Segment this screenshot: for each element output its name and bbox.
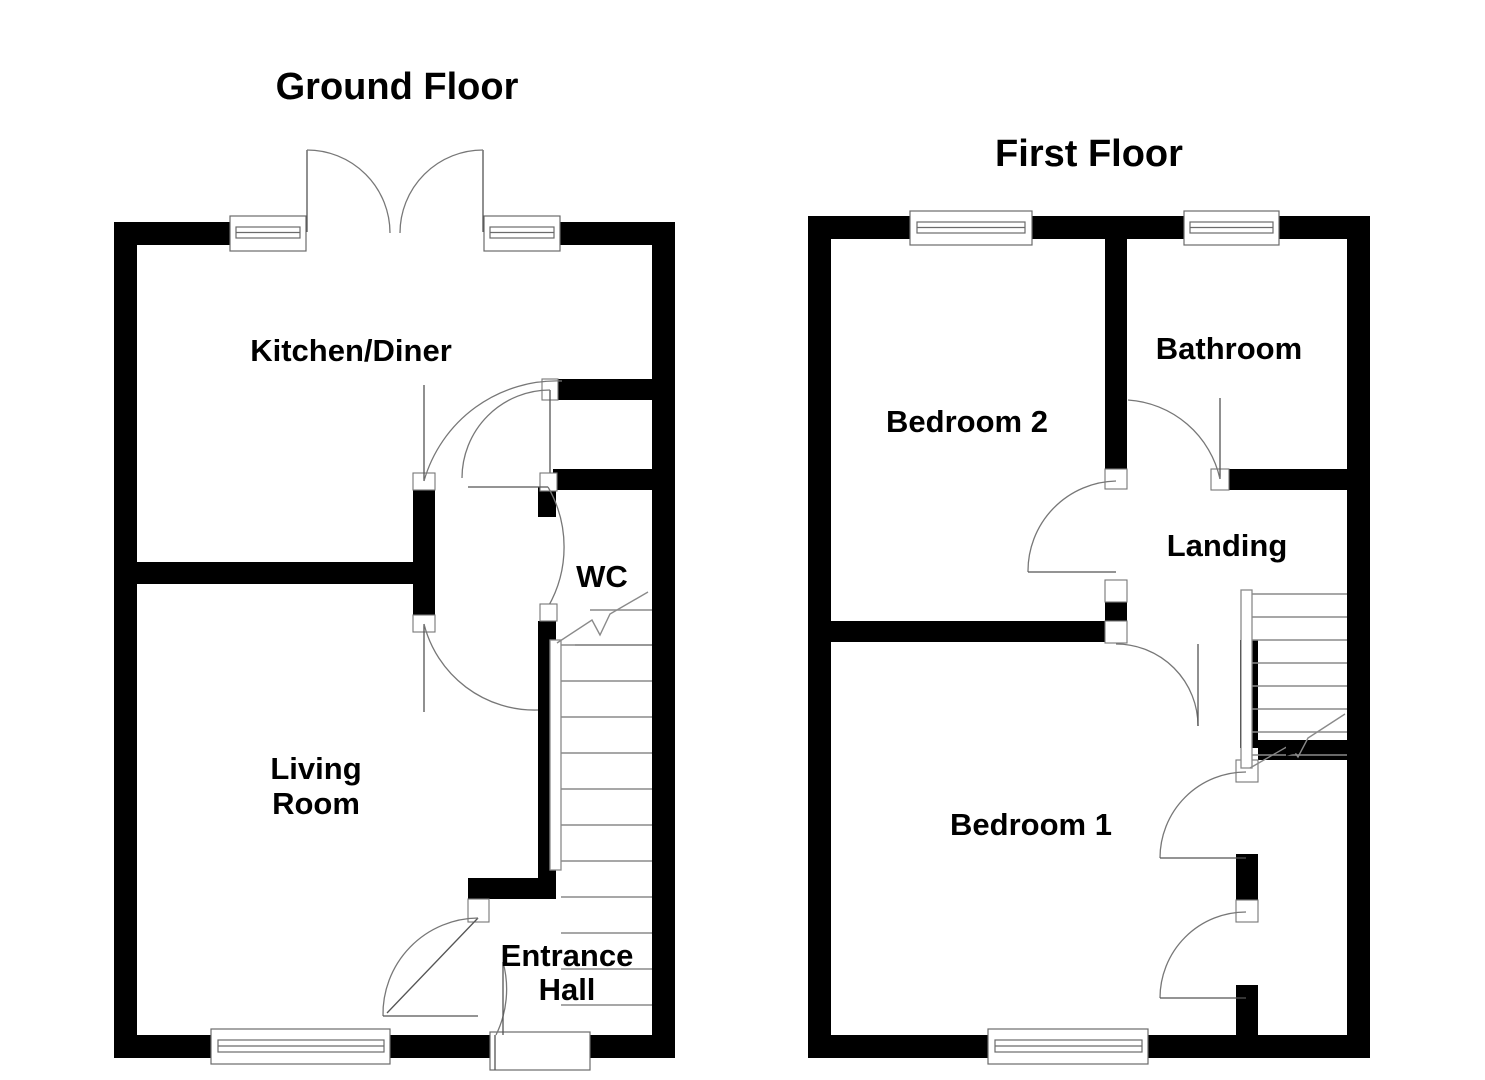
gf-living-room-window [210,1028,391,1065]
ff-room-label-bedroom-1: Bedroom 1 [950,807,1112,842]
ff-wall-bed2-bottom [831,621,1120,642]
gf-wall-top-left [114,222,230,245]
ff-wall-top-right [1277,216,1370,239]
ff-wall-bed1-right-lower [1236,985,1258,1037]
gf-kitchen-window-left [229,215,307,252]
gf-kitchen-window-right [483,215,561,252]
ff-stairs [1240,589,1347,769]
ff-wall-bed1-top [1258,740,1347,760]
gf-room-label-kitchen-diner: Kitchen/Diner [250,333,452,368]
gf-room-label-entrance-hall-line1: Entrance [501,938,634,973]
ff-bedroom-1-window [987,1028,1149,1065]
ff-wall-top-mid [1030,216,1185,239]
first-floor-group: First Floor [808,133,1370,1065]
gf-room-label-entrance-hall-line2: Hall [539,972,596,1007]
gf-front-door[interactable] [489,961,591,1071]
gf-kitchen-door[interactable] [461,378,559,479]
ff-wall-right [1347,216,1370,1058]
gf-room-label-living-room-line1: Living [270,751,361,786]
gf-wall-left [114,222,137,1058]
ff-bedroom-1-door[interactable] [1159,759,1259,859]
ground-floor-title: Ground Floor [276,66,519,108]
ff-wall-bed2-bath-vertical [1105,239,1127,469]
gf-living-room-door[interactable] [412,614,539,712]
gf-wall-hall-vertical [413,473,435,628]
ff-room-label-bedroom-2: Bedroom 2 [886,404,1048,439]
ff-wall-top-left [808,216,910,239]
gf-wall-wc-top [553,379,652,400]
gf-wall-wc-upper-divider [553,469,652,490]
gf-room-label-wc: WC [576,559,628,594]
gf-stairs [549,591,652,1006]
gf-wall-bottom-left [114,1035,211,1058]
gf-wall-bottom-right [590,1035,675,1058]
gf-entrance-hall-door[interactable] [382,898,490,1017]
gf-wall-kitchen-living-divider [114,562,425,584]
ground-floor-group: Ground Floor [114,66,675,1071]
ff-cupboard-door[interactable] [1159,899,1259,999]
gf-room-label-living-room-line2: Room [272,786,360,821]
ff-landing-lower-door[interactable] [1104,579,1199,727]
gf-wc-door[interactable] [468,472,565,622]
ff-bedroom-2-window [909,210,1033,246]
ff-bathroom-window [1183,210,1280,246]
ff-wall-bed1-right-upper [1236,854,1258,900]
ff-bedroom-2-door[interactable] [1027,468,1128,573]
first-floor-title: First Floor [995,133,1183,175]
gf-wall-hall-bottom [468,878,556,899]
gf-hall-door[interactable] [412,380,563,491]
ff-wall-bottom-right [1145,1035,1370,1058]
gf-wall-top-right [560,222,675,245]
ff-wall-left [808,216,831,1058]
ff-wall-bottom-left [808,1035,990,1058]
ff-bathroom-door[interactable] [1127,398,1230,491]
ff-wall-bathroom-bottom [1228,469,1347,490]
ff-room-label-landing: Landing [1167,528,1288,563]
ff-room-label-bathroom: Bathroom [1156,331,1302,366]
gf-wall-bottom-mid [390,1035,490,1058]
gf-french-doors[interactable] [306,149,484,234]
gf-wall-right [652,222,675,1058]
